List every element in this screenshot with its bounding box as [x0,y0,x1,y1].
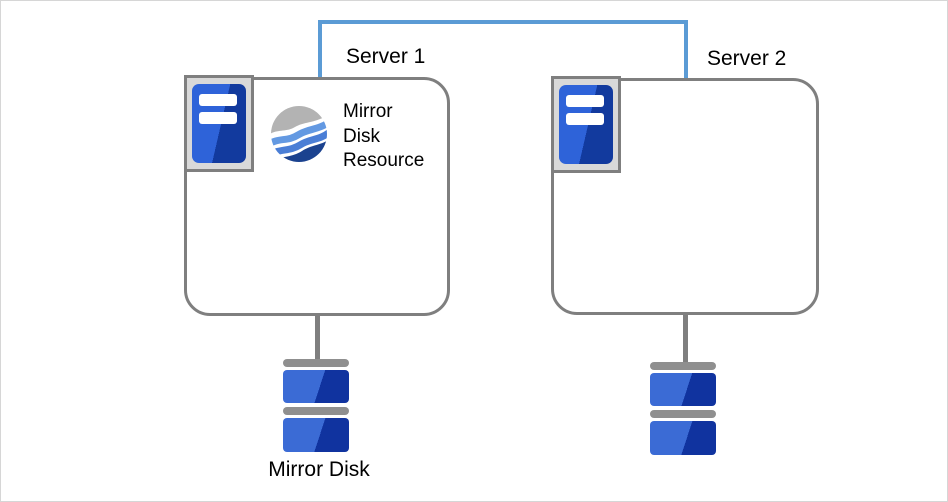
drive-slot-icon [199,112,237,124]
disk-bar [650,362,716,370]
drive-slot-icon [566,113,604,125]
mirror-disk-icon-server1 [283,359,349,452]
server-tower-icon [559,85,613,164]
server2-disk-connector [683,314,688,363]
mirror-disk-icon-server2 [650,362,716,455]
server2-label: Server 2 [707,47,787,70]
disk-platter [283,418,349,452]
disk-bar [283,359,349,367]
server1-icon [184,75,254,172]
drive-slot-icon [566,95,604,107]
drive-slot-icon [199,94,237,106]
disk-bar [650,410,716,418]
disk-bar [283,407,349,415]
disk-platter [283,370,349,403]
server-tower-icon [192,84,246,163]
server2-icon [551,76,621,173]
disk-platter [650,373,716,406]
server1-disk-connector [315,314,320,360]
mirror-disk-resource-icon [271,106,327,162]
mirror-disk-label: Mirror Disk [268,458,370,481]
server1-label: Server 1 [346,45,426,68]
disk-platter [650,421,716,455]
mirror-disk-resource-label: Mirror Disk Resource [343,101,425,171]
interconnect-line [318,20,688,78]
